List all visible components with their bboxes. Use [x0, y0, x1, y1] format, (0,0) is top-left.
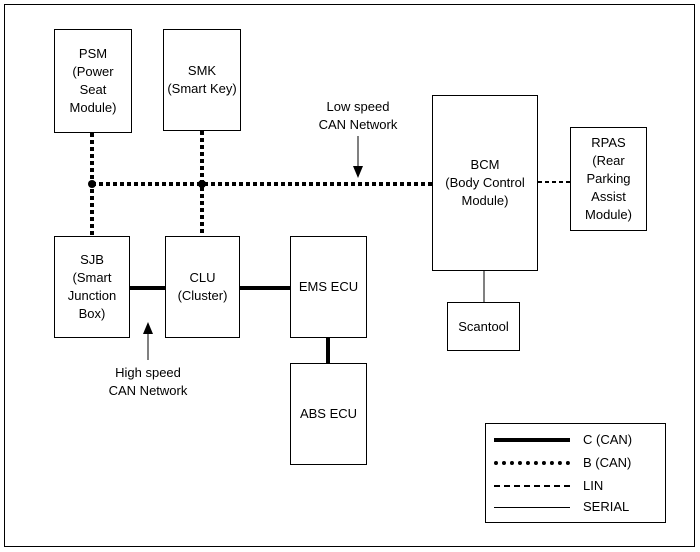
bus-junction-right: [198, 180, 206, 188]
abs-ecu-box: ABS ECU: [290, 363, 367, 465]
psm-box: PSM (Power Seat Module): [54, 29, 132, 133]
high-speed-arrowhead: [143, 322, 153, 334]
sjb-box: SJB (Smart Junction Box): [54, 236, 130, 338]
legend-item-b-can: B (CAN): [486, 453, 667, 473]
bus-junction-left: [88, 180, 96, 188]
legend: C (CAN) B (CAN) LIN SERIAL: [485, 423, 666, 523]
high-speed-can-label: High speed CAN Network: [108, 365, 188, 398]
dashed-swatch: [494, 485, 570, 487]
legend-label-lin: LIN: [583, 478, 604, 493]
smk-box: SMK (Smart Key): [163, 29, 241, 131]
scantool-box: Scantool: [447, 302, 520, 351]
ems-ecu-box: EMS ECU: [290, 236, 367, 338]
rpas-box: RPAS (Rear Parking Assist Module): [570, 127, 647, 231]
legend-label-b-can: B (CAN): [583, 455, 632, 470]
thick-dotted-swatch: [494, 461, 570, 465]
thin-solid-swatch: [494, 507, 570, 508]
legend-label-c-can: C (CAN): [583, 432, 633, 447]
bcm-box: BCM (Body Control Module): [432, 95, 538, 271]
legend-label-serial: SERIAL: [583, 499, 630, 514]
low-speed-can-label: Low speed CAN Network: [318, 99, 398, 132]
diagram-frame: [4, 4, 695, 547]
legend-item-c-can: C (CAN): [486, 430, 667, 450]
low-speed-arrowhead: [353, 166, 363, 178]
thick-solid-swatch: [494, 438, 570, 442]
legend-item-lin: LIN: [486, 476, 667, 496]
legend-item-serial: SERIAL: [486, 497, 667, 517]
clu-box: CLU (Cluster): [165, 236, 240, 338]
